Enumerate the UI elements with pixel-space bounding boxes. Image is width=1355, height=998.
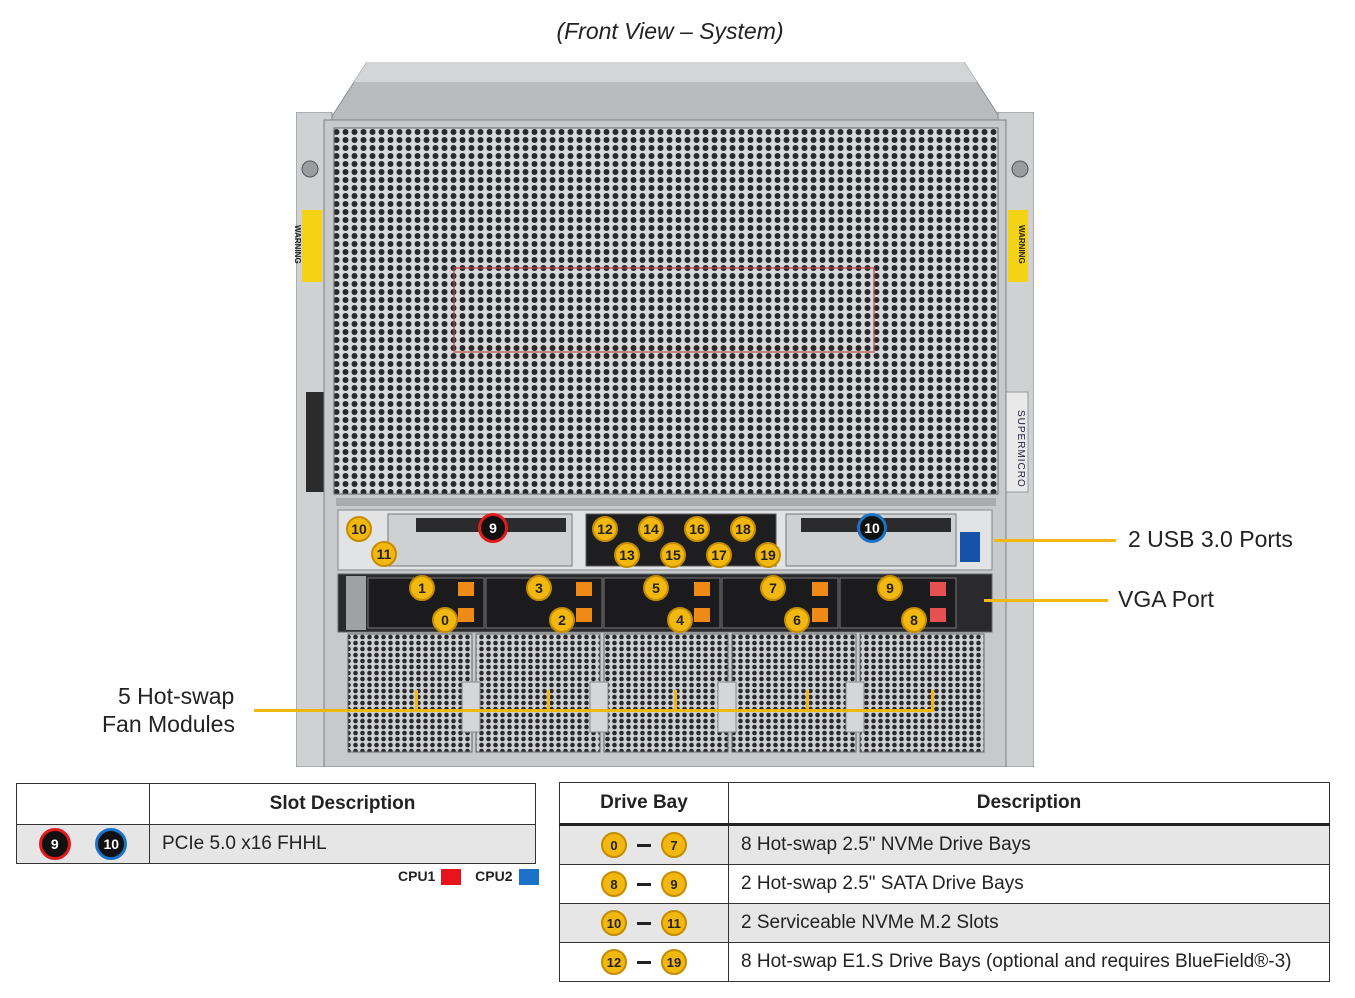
drive-description-cell: 8 Hot-swap E1.S Drive Bays (optional and… [728,942,1330,982]
cpu1-legend-label: CPU1 [398,868,436,884]
diagram-title: (Front View – System) [556,18,784,44]
range-dash [637,921,651,925]
slot-header-blank [16,783,150,825]
drive-bay-header: Drive Bay [559,782,729,825]
usb-callout-line [994,539,1116,542]
drive-bay-badge: 1 [409,575,435,601]
chassis-top [327,62,1004,124]
fan-callout-line [254,709,934,712]
slot-10-badge: 10 [95,828,128,860]
description-header: Description [728,782,1330,825]
drive-description-cell: 2 Hot-swap 2.5" SATA Drive Bays [728,864,1330,904]
table-row: 9 10 PCIe 5.0 x16 FHHL [16,824,536,864]
drive-bay-badge: 2 [549,607,575,633]
warning-label-right: WARNING [1017,225,1026,264]
vga-callout-line [984,599,1108,602]
range-dash [637,843,651,847]
slot-description-header: Slot Description [149,783,536,825]
drive-bay-range-cell: 10 11 [559,903,729,943]
slot-badges-cell: 9 10 [16,824,150,864]
vga-port-label: VGA Port [1118,586,1214,612]
e1s-bay-badge: 14 [638,516,664,542]
bay-from-badge: 0 [601,832,627,858]
fan-callout-tick [415,690,418,710]
e1s-bay-badge: 16 [684,516,710,542]
bay-from-badge: 8 [601,871,627,897]
pcie-slot-9-badge: 9 [478,513,508,543]
fan-callout-tick [547,690,550,710]
m2-slot-10-badge: 10 [346,516,372,542]
e1s-bay-badge: 13 [614,542,640,568]
range-dash [637,882,651,886]
fan-callout-tick [806,690,809,710]
cpu1-swatch [441,869,462,886]
bay-to-badge: 19 [661,949,687,975]
bay-from-badge: 10 [601,910,627,936]
drive-bay-badge: 0 [432,607,458,633]
e1s-bay-badge: 19 [755,542,781,568]
pcie-slot-10-badge: 10 [857,513,887,543]
e1s-bay-badge: 17 [706,542,732,568]
e1s-bay-badge: 12 [592,516,618,542]
fan-modules-label-line2: Fan Modules [102,711,235,737]
e1s-bay-badge: 18 [730,516,756,542]
table-row: 12 19 8 Hot-swap E1.S Drive Bays (optiona… [559,942,1330,982]
fan-modules-label-line1: 5 Hot-swap [118,683,235,709]
drive-bay-badge: 8 [901,607,927,633]
drive-bay-badge: 5 [643,575,669,601]
cpu2-legend-label: CPU2 [475,868,513,884]
drive-bay-badge: 3 [526,575,552,601]
cpu2-swatch [518,869,539,886]
drive-bay-badge: 9 [877,575,903,601]
slot-description-table: Slot Description 9 10 PCIe 5.0 x16 FHHL [16,783,536,864]
bay-to-badge: 9 [661,871,687,897]
drive-bay-range-cell: 12 19 [559,942,729,982]
drive-bay-badge: 6 [784,607,810,633]
range-dash [637,960,651,964]
fan-callout-tick [674,690,677,710]
m2-slot-11-badge: 11 [371,541,397,567]
drive-description-cell: 8 Hot-swap 2.5" NVMe Drive Bays [728,824,1330,865]
fan-callout-tick [931,690,934,710]
drive-bay-badge: 4 [667,607,693,633]
usb-ports-label: 2 USB 3.0 Ports [1128,526,1293,552]
bay-to-badge: 7 [661,832,687,858]
brand-label: SUPERMICRO [1015,410,1026,488]
drive-description-cell: 2 Serviceable NVMe M.2 Slots [728,903,1330,943]
bay-to-badge: 11 [661,910,687,936]
slot-description-cell: PCIe 5.0 x16 FHHL [149,824,536,864]
e1s-bay-badge: 15 [660,542,686,568]
drive-bay-badge: 7 [760,575,786,601]
warning-label-left: WARNING [293,225,302,264]
cpu-legend: CPU1 CPU2 [398,868,539,886]
table-row: 10 11 2 Serviceable NVMe M.2 Slots [559,903,1330,943]
slot-9-badge: 9 [38,828,71,860]
bay-from-badge: 12 [601,949,627,975]
server-chassis [296,112,1034,767]
